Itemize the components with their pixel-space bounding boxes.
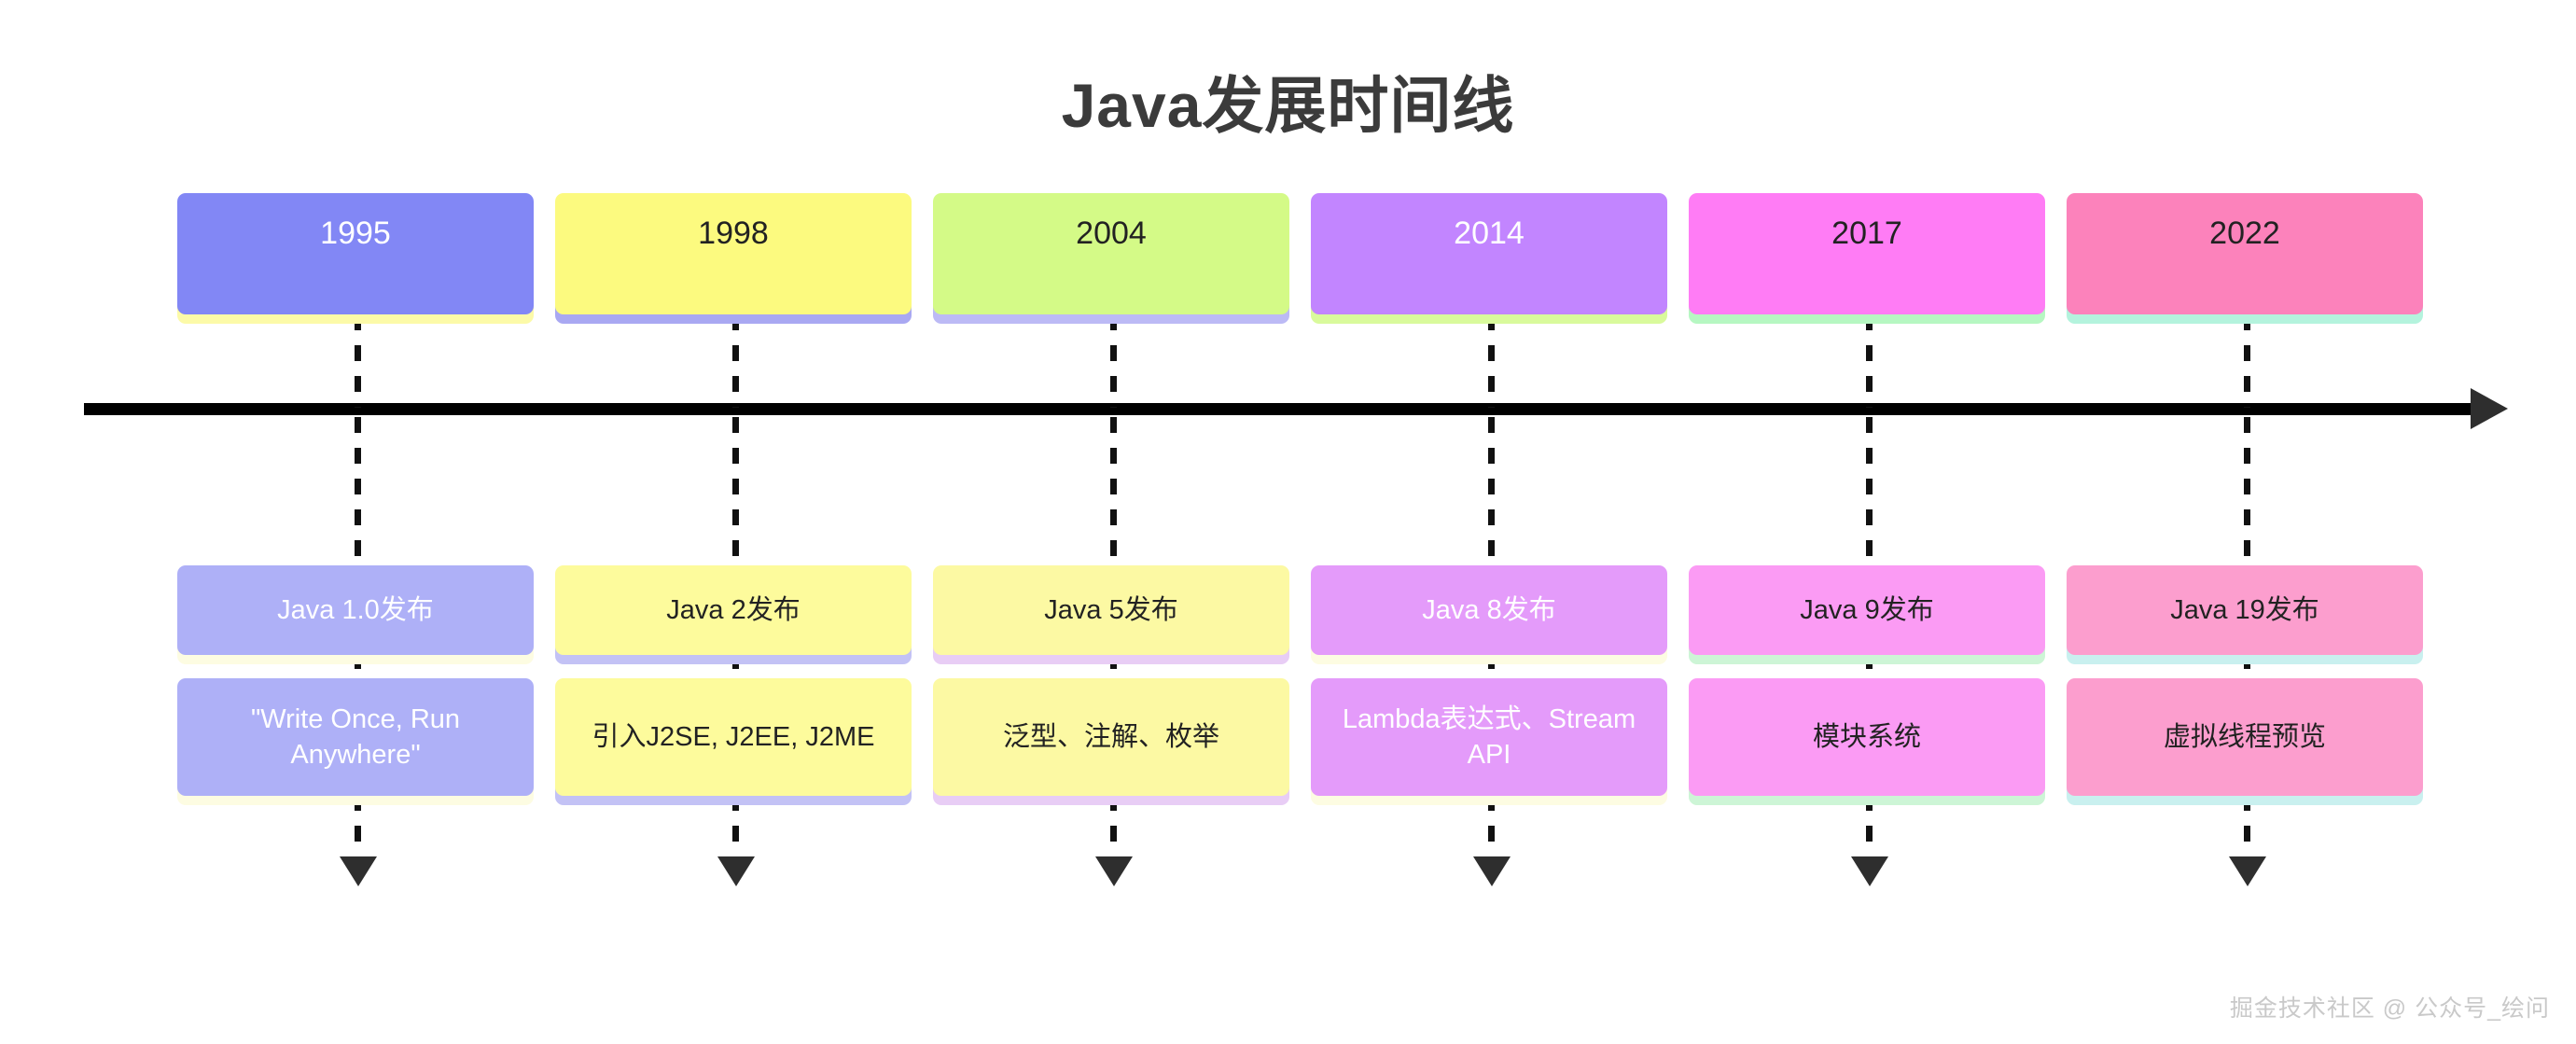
year-card-face[interactable]: 2014 [1311, 193, 1667, 314]
highlight-label: Lambda表达式、Stream API [1342, 703, 1636, 770]
page-title: Java发展时间线 [1061, 71, 1515, 140]
connector-dash-top [1110, 314, 1117, 408]
highlight-label: 模块系统 [1812, 721, 1921, 752]
milestone-column-2017: 2017 Java 9发布 模块系统 [1689, 0, 2045, 1044]
connector-dash-gap [355, 653, 361, 681]
release-box-face[interactable]: Java 1.0发布 [177, 565, 534, 655]
year-label: 2022 [2209, 216, 2280, 251]
highlight-box-face[interactable]: 引入J2SE, J2EE, J2ME [555, 678, 912, 796]
connector-arrowhead [1095, 856, 1133, 886]
connector-arrowhead [340, 856, 377, 886]
year-card-2017[interactable]: 2017 [1689, 193, 2045, 324]
year-card-1998[interactable]: 1998 [555, 193, 912, 324]
year-card-face[interactable]: 1995 [177, 193, 534, 314]
connector-dash-middle [1110, 417, 1117, 568]
release-box-2017[interactable]: Java 9发布 [1689, 565, 2045, 664]
release-box-face[interactable]: Java 9发布 [1689, 565, 2045, 655]
highlight-box-face[interactable]: "Write Once, Run Anywhere" [177, 678, 534, 796]
release-box-face[interactable]: Java 19发布 [2067, 565, 2423, 655]
year-card-2022[interactable]: 2022 [2067, 193, 2423, 324]
highlight-box-2017[interactable]: 模块系统 [1689, 678, 2045, 805]
highlight-box-face[interactable]: 泛型、注解、枚举 [933, 678, 1289, 796]
release-box-face[interactable]: Java 2发布 [555, 565, 912, 655]
highlight-box-face[interactable]: 虚拟线程预览 [2067, 678, 2423, 796]
year-card-2014[interactable]: 2014 [1311, 193, 1667, 324]
connector-dash-bottom [1866, 795, 1873, 858]
highlight-box-1998[interactable]: 引入J2SE, J2EE, J2ME [555, 678, 912, 805]
connector-dash-top [732, 314, 739, 408]
timeline-axis-line [84, 403, 2480, 415]
connector-dash-gap [1110, 653, 1117, 681]
release-box-face[interactable]: Java 8发布 [1311, 565, 1667, 655]
highlight-box-2004[interactable]: 泛型、注解、枚举 [933, 678, 1289, 805]
connector-dash-gap [1866, 653, 1873, 681]
connector-dash-bottom [732, 795, 739, 858]
year-label: 2004 [1076, 216, 1147, 251]
year-label: 2014 [1454, 216, 1525, 251]
connector-dash-bottom [2244, 795, 2250, 858]
highlight-label: 虚拟线程预览 [2163, 721, 2326, 752]
year-card-face[interactable]: 1998 [555, 193, 912, 314]
year-label: 1998 [698, 216, 769, 251]
year-card-face[interactable]: 2022 [2067, 193, 2423, 314]
connector-dash-middle [732, 417, 739, 568]
connector-dash-gap [1488, 653, 1495, 681]
release-label: Java 9发布 [1800, 594, 1934, 625]
release-box-1998[interactable]: Java 2发布 [555, 565, 912, 664]
connector-dash-bottom [1488, 795, 1495, 858]
connector-dash-bottom [1110, 795, 1117, 858]
release-label: Java 8发布 [1422, 594, 1556, 625]
year-card-1995[interactable]: 1995 [177, 193, 534, 324]
highlight-box-face[interactable]: Lambda表达式、Stream API [1311, 678, 1667, 796]
connector-arrowhead [717, 856, 755, 886]
connector-dash-gap [2244, 653, 2250, 681]
timeline-axis-arrowhead [2471, 388, 2508, 429]
highlight-box-face[interactable]: 模块系统 [1689, 678, 2045, 796]
highlight-box-2022[interactable]: 虚拟线程预览 [2067, 678, 2423, 805]
year-card-face[interactable]: 2004 [933, 193, 1289, 314]
highlight-box-1995[interactable]: "Write Once, Run Anywhere" [177, 678, 534, 805]
highlight-box-2014[interactable]: Lambda表达式、Stream API [1311, 678, 1667, 805]
connector-dash-middle [2244, 417, 2250, 568]
milestone-column-2022: 2022 Java 19发布 虚拟线程预览 [2067, 0, 2423, 1044]
release-box-1995[interactable]: Java 1.0发布 [177, 565, 534, 664]
connector-arrowhead [1473, 856, 1511, 886]
release-box-2022[interactable]: Java 19发布 [2067, 565, 2423, 664]
milestone-column-1995: 1995 Java 1.0发布 "Write Once, Run Anywher… [177, 0, 534, 1044]
connector-dash-top [2244, 314, 2250, 408]
connector-dash-top [1866, 314, 1873, 408]
milestone-column-1998: 1998 Java 2发布 引入J2SE, J2EE, J2ME [555, 0, 912, 1044]
release-box-face[interactable]: Java 5发布 [933, 565, 1289, 655]
highlight-label: 引入J2SE, J2EE, J2ME [592, 721, 875, 752]
release-label: Java 2发布 [666, 594, 801, 625]
connector-dash-middle [1488, 417, 1495, 568]
connector-dash-gap [732, 653, 739, 681]
year-card-face[interactable]: 2017 [1689, 193, 2045, 314]
connector-dash-middle [1866, 417, 1873, 568]
release-label: Java 1.0发布 [277, 594, 434, 625]
connector-dash-middle [355, 417, 361, 568]
connector-arrowhead [2229, 856, 2266, 886]
release-label: Java 19发布 [2170, 594, 2319, 625]
connector-dash-top [1488, 314, 1495, 408]
highlight-label: 泛型、注解、枚举 [1002, 721, 1219, 752]
year-card-2004[interactable]: 2004 [933, 193, 1289, 324]
watermark: 掘金技术社区 @ 公众号_绘问 [2229, 995, 2550, 1022]
connector-arrowhead [1851, 856, 1888, 886]
milestone-column-2004: 2004 Java 5发布 泛型、注解、枚举 [933, 0, 1289, 1044]
release-box-2004[interactable]: Java 5发布 [933, 565, 1289, 664]
release-box-2014[interactable]: Java 8发布 [1311, 565, 1667, 664]
milestone-column-2014: 2014 Java 8发布 Lambda表达式、Stream API [1311, 0, 1667, 1044]
connector-dash-bottom [355, 795, 361, 858]
year-label: 1995 [320, 216, 391, 251]
highlight-label: "Write Once, Run Anywhere" [250, 703, 461, 770]
year-label: 2017 [1831, 216, 1902, 251]
release-label: Java 5发布 [1044, 594, 1178, 625]
connector-dash-top [355, 314, 361, 408]
